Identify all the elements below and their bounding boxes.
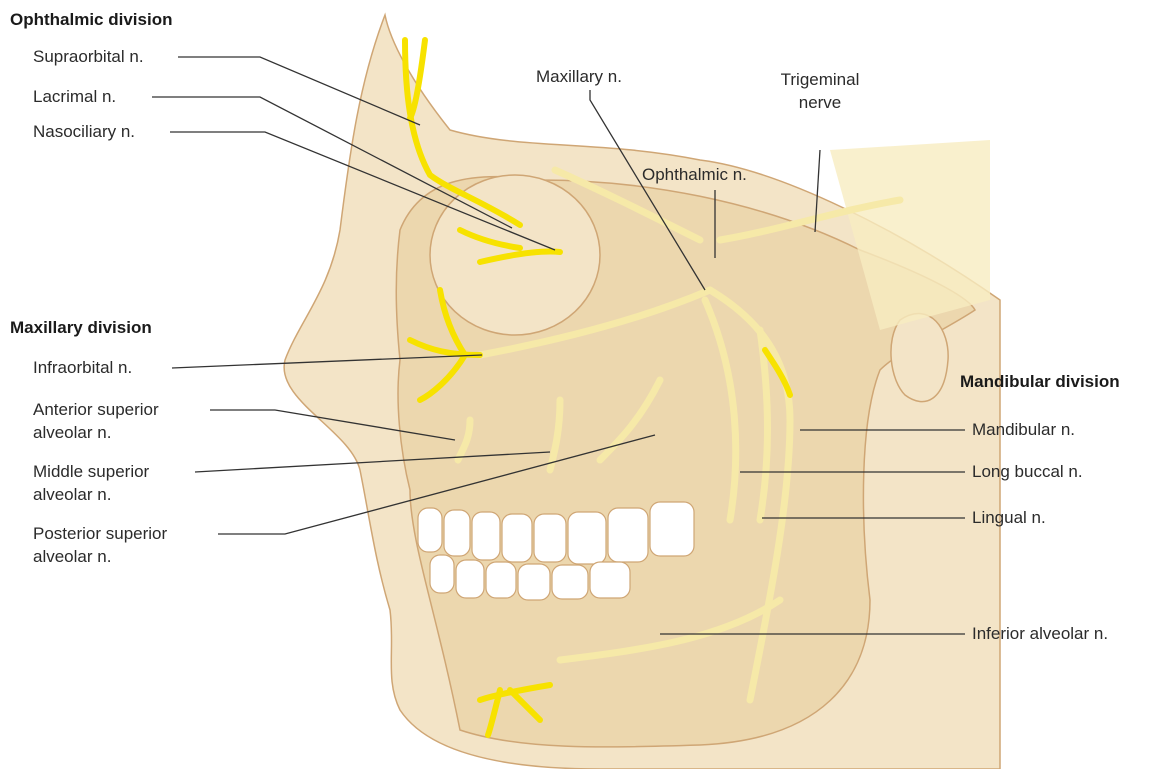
leader-maxillary-n: [590, 90, 705, 290]
label-trigeminal-line1: Trigeminal: [760, 68, 880, 91]
label-mandibular-n: Mandibular n.: [972, 418, 1075, 441]
leader-psa: [218, 435, 655, 534]
label-supraorbital: Supraorbital n.: [33, 45, 144, 68]
label-ophthalmic-n: Ophthalmic n.: [642, 163, 747, 186]
mandibular-division-heading: Mandibular division: [960, 372, 1120, 392]
label-anterior-superior-alveolar: Anterior superior alveolar n.: [33, 398, 159, 444]
label-maxillary-n: Maxillary n.: [536, 65, 622, 88]
label-long-buccal: Long buccal n.: [972, 460, 1083, 483]
label-asa-line2: alveolar n.: [33, 421, 159, 444]
leader-supraorbital: [178, 57, 420, 125]
label-asa-line1: Anterior superior: [33, 398, 159, 421]
label-infraorbital: Infraorbital n.: [33, 356, 132, 379]
ophthalmic-division-heading: Ophthalmic division: [10, 10, 172, 30]
label-inferior-alveolar: Inferior alveolar n.: [972, 622, 1108, 645]
leader-msa: [195, 452, 550, 472]
label-msa-line1: Middle superior: [33, 460, 149, 483]
label-psa-line2: alveolar n.: [33, 545, 167, 568]
label-msa-line2: alveolar n.: [33, 483, 149, 506]
leader-lacrimal: [152, 97, 512, 228]
label-nasociliary: Nasociliary n.: [33, 120, 135, 143]
maxillary-division-heading: Maxillary division: [10, 318, 152, 338]
label-trigeminal-line2: nerve: [760, 91, 880, 114]
label-middle-superior-alveolar: Middle superior alveolar n.: [33, 460, 149, 506]
label-trigeminal-nerve: Trigeminal nerve: [760, 68, 880, 114]
leader-asa: [210, 410, 455, 440]
leader-trigeminal: [815, 150, 820, 232]
label-lingual: Lingual n.: [972, 506, 1046, 529]
label-psa-line1: Posterior superior: [33, 522, 167, 545]
label-lacrimal: Lacrimal n.: [33, 85, 116, 108]
label-posterior-superior-alveolar: Posterior superior alveolar n.: [33, 522, 167, 568]
leader-infraorbital: [172, 355, 482, 368]
